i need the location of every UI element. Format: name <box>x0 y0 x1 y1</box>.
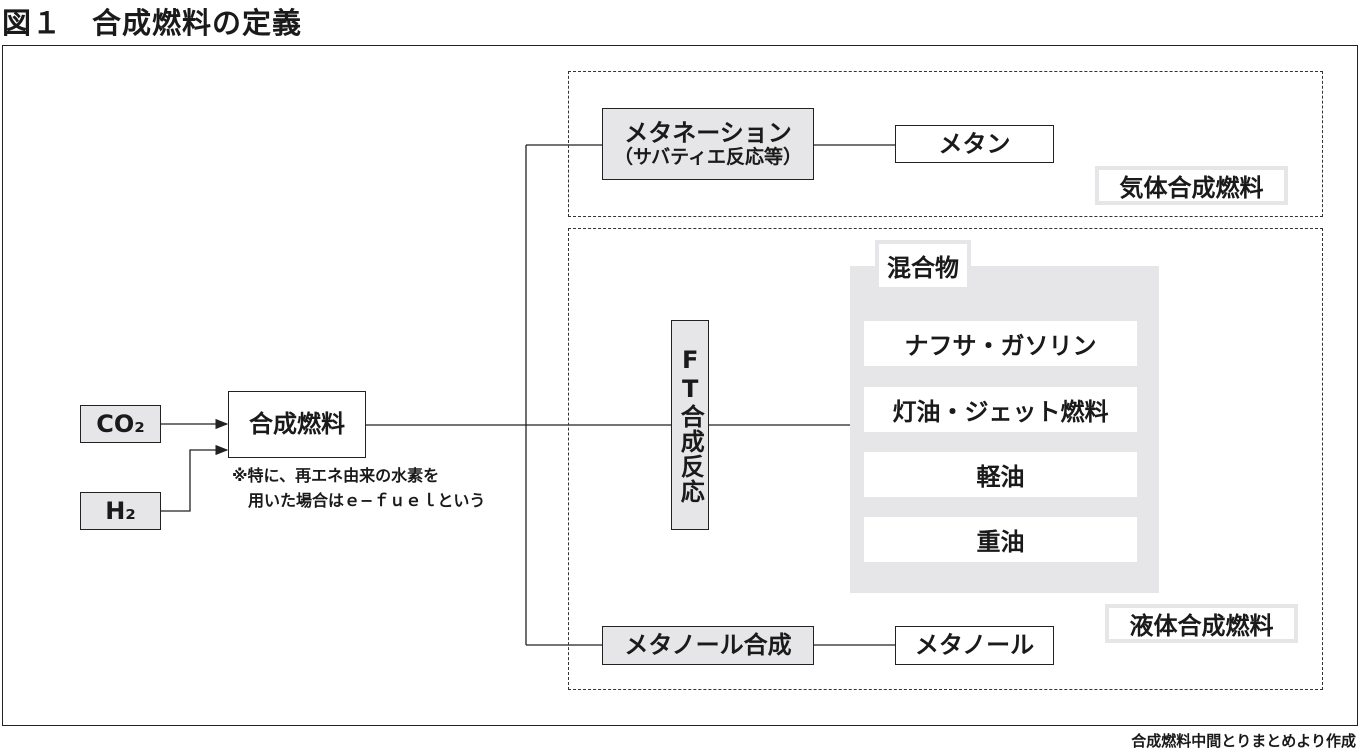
methanol-synthesis-box: メタノール合成 <box>602 626 814 665</box>
mixture-item: 重油 <box>864 517 1137 562</box>
liquid-fuel-category: 液体合成燃料 <box>1105 604 1298 643</box>
h2-arrow <box>161 444 229 512</box>
co2-box: CO₂ <box>80 405 161 443</box>
figure-title: 図１ 合成燃料の定義 <box>2 6 303 40</box>
methanation-label: メタネーション <box>624 119 792 148</box>
mixture-item: ナフサ・ガソリン <box>864 321 1137 366</box>
mixture-item: 灯油・ジェット燃料 <box>864 387 1137 432</box>
mixture-label: 混合物 <box>875 240 971 291</box>
diagram-frame <box>2 45 1358 726</box>
note-line-1: ※特に、再エネ由来の水素を <box>232 466 440 485</box>
source-note: 合成燃料中間とりまとめより作成 <box>1131 732 1356 750</box>
gas-fuel-region <box>568 71 1323 217</box>
methanation-sublabel: （サバティエ反応等） <box>613 145 803 168</box>
methanol-box: メタノール <box>895 626 1054 665</box>
synthetic-fuel-box: 合成燃料 <box>228 391 366 458</box>
note-line-2: 用いた場合はｅ−ｆｕｅｌという <box>248 491 486 510</box>
methane-box: メタン <box>895 125 1054 163</box>
h2-box: H₂ <box>80 492 161 530</box>
methanation-box: メタネーション （サバティエ反応等） <box>602 108 814 180</box>
liquid-fuel-region <box>568 228 1323 690</box>
ft-synthesis-box: FT合成反応 <box>671 320 709 530</box>
gas-fuel-category: 気体合成燃料 <box>1095 166 1288 205</box>
mixture-item: 軽油 <box>864 452 1137 497</box>
